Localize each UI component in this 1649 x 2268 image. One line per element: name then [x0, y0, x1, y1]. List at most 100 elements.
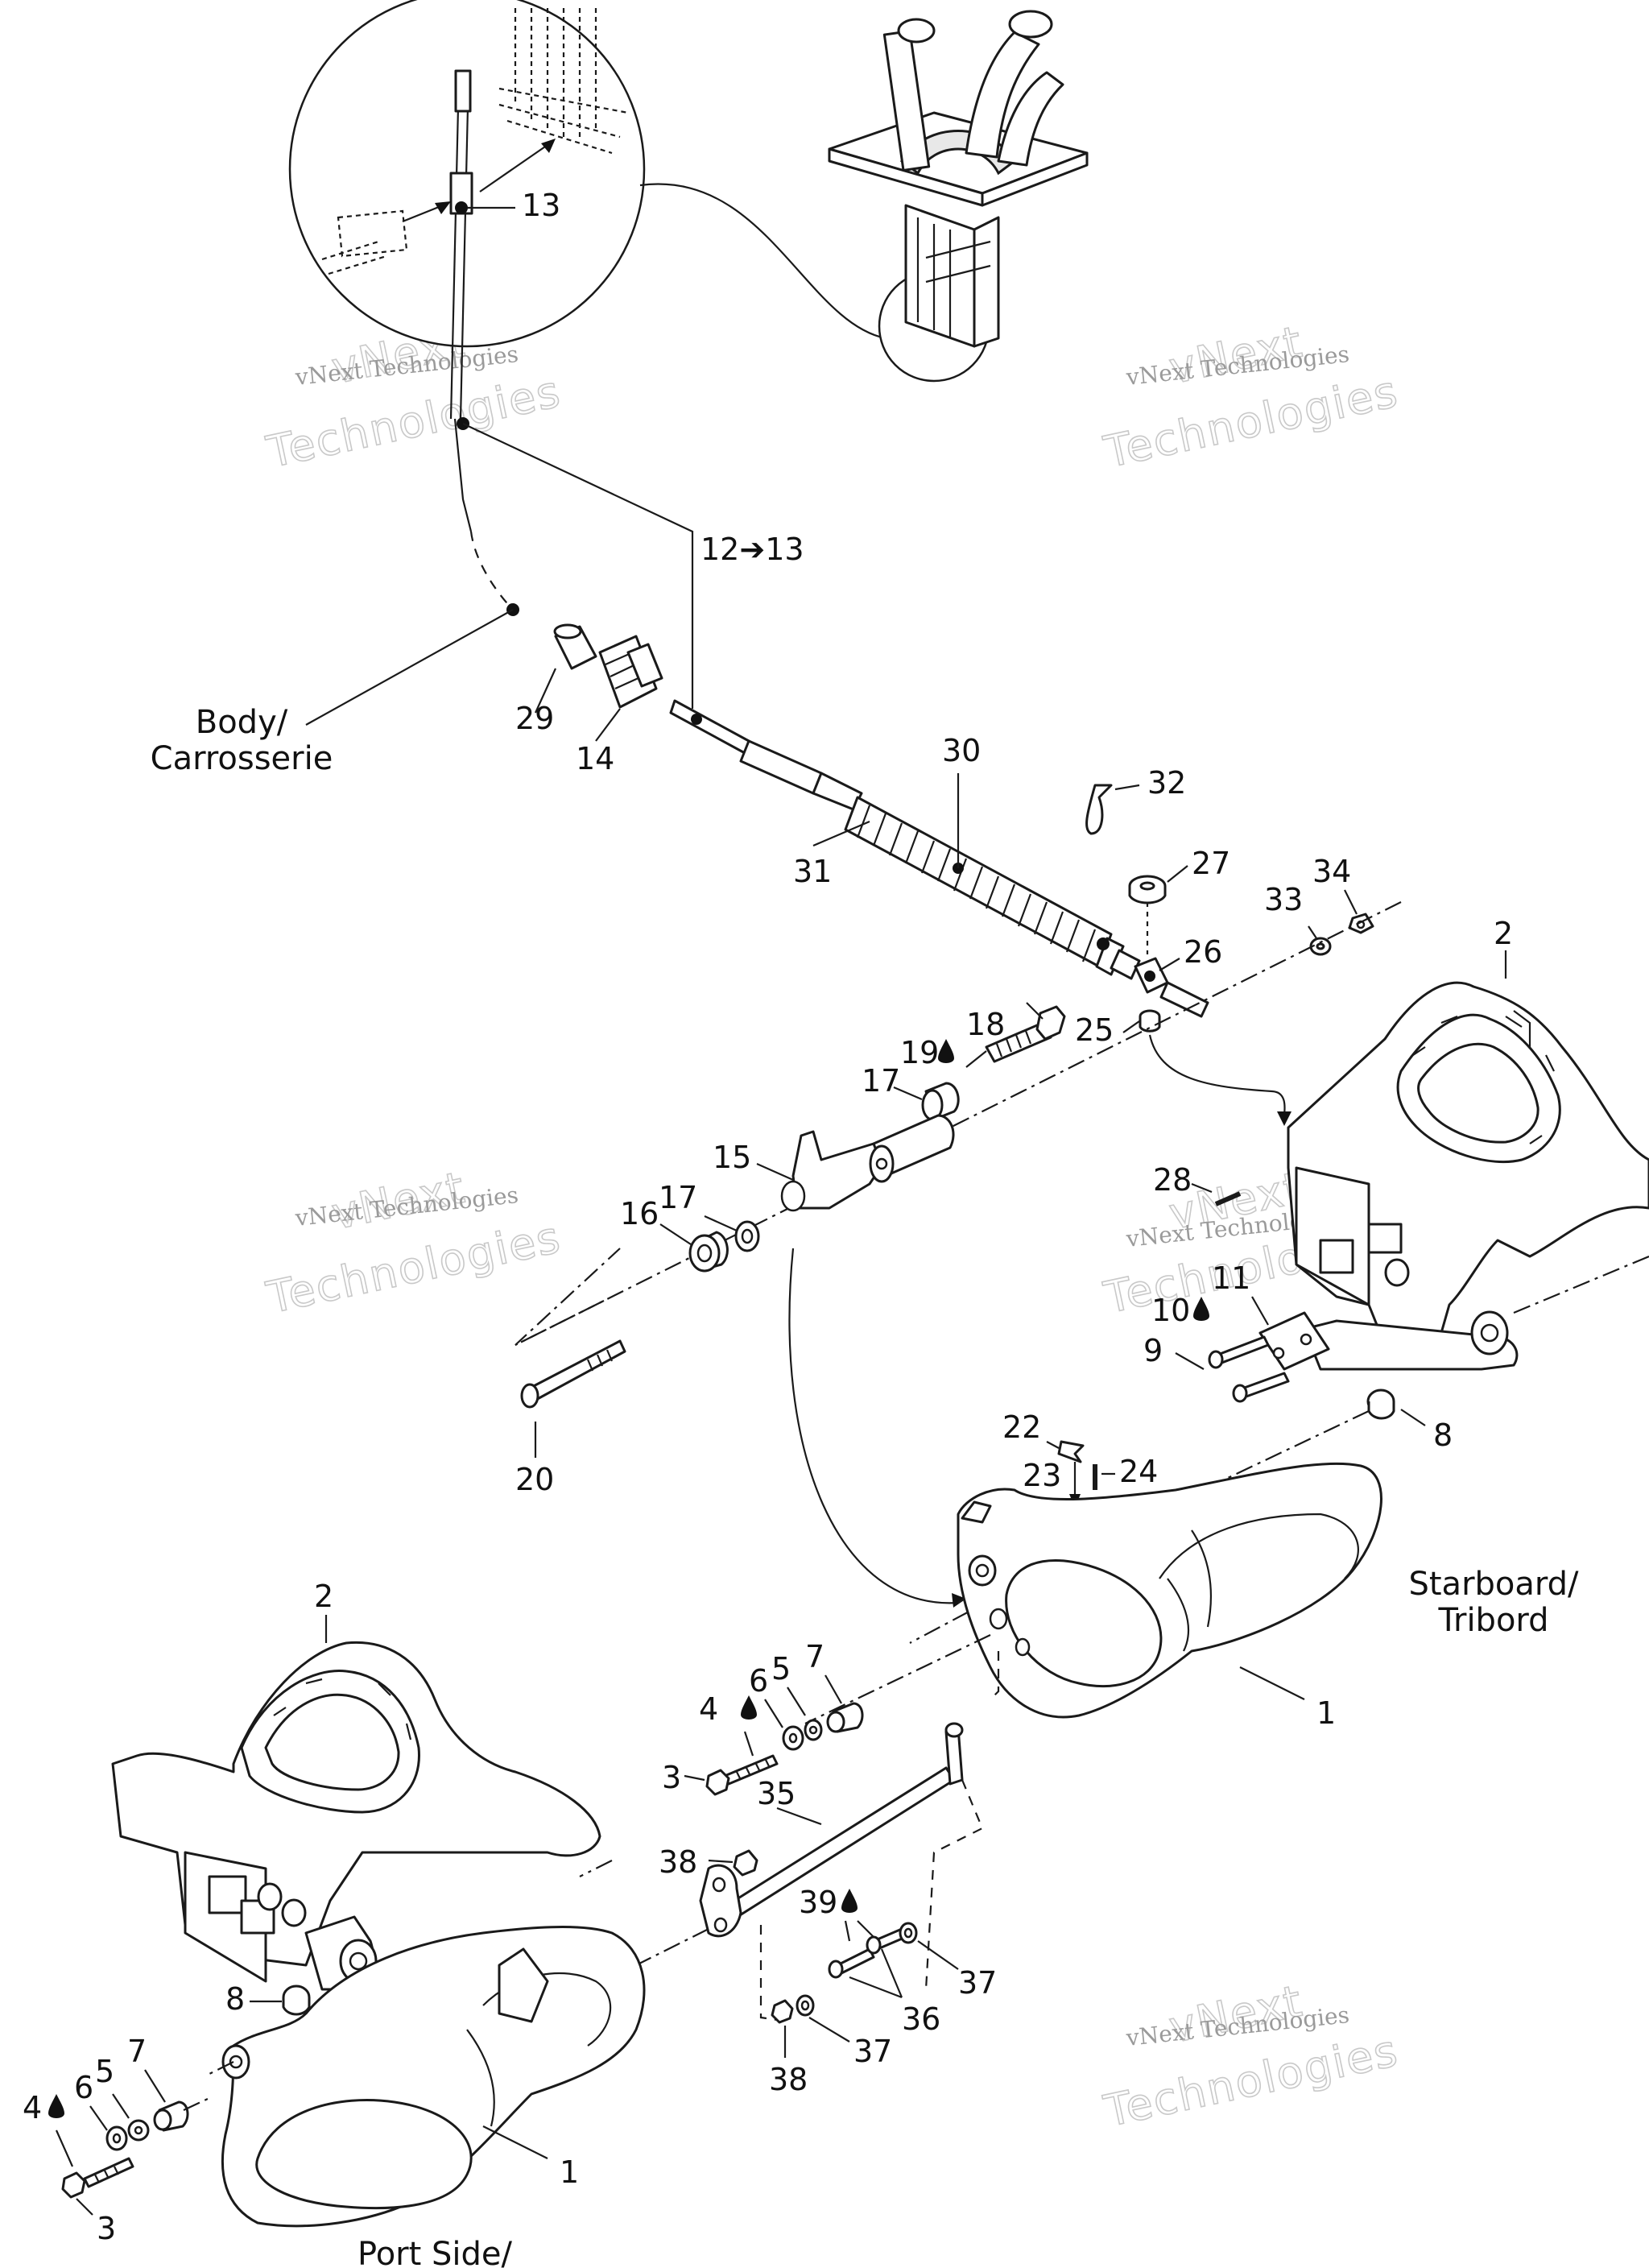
detail-magnifier: 13 [288, 0, 646, 420]
caption-starboard-line2: Tribord [1437, 1602, 1548, 1639]
callout-3-left: 3 [97, 2211, 116, 2246]
callout-30: 30 [942, 733, 981, 768]
mid-sleeve-7: 7 [805, 1639, 864, 1733]
leader-12-13 [462, 423, 694, 709]
callout-8-right: 8 [1433, 1418, 1453, 1453]
callout-2-right: 2 [1494, 916, 1513, 951]
starboard-bracket: 2 [1287, 916, 1649, 1371]
axis-line [515, 901, 1402, 1346]
callout-2-left: 2 [314, 1579, 333, 1614]
callout-9: 9 [1143, 1333, 1163, 1368]
callout-6-mid: 6 [749, 1663, 768, 1699]
detail-plate [337, 209, 408, 258]
part-37-right-washer: 37 [899, 1922, 997, 2001]
callout-35: 35 [757, 1776, 796, 1811]
callout-20: 20 [515, 1462, 554, 1497]
cable-upper [453, 418, 473, 532]
caption-port-line1: Port Side/ [357, 2236, 513, 2268]
part-38-bottom-nut: 38 [769, 1999, 808, 2097]
callout-39: 39 [799, 1885, 837, 1920]
lever-knob [1008, 10, 1053, 39]
callout-17-mid: 17 [659, 1180, 697, 1215]
shift-lever-assembly [828, 10, 1089, 348]
part-27-washer: 27 [1128, 846, 1230, 954]
part-16-bushing: 16 [620, 1196, 729, 1273]
part-19-label: 19 [900, 1035, 987, 1070]
callout-5-left: 5 [95, 2054, 114, 2089]
callout-11: 11 [1212, 1260, 1250, 1296]
drop-icon [938, 1039, 954, 1063]
part-8-right-bushing: 8 [1366, 1389, 1453, 1453]
axis-line-right [1513, 1255, 1649, 1314]
part-31-threaded-end: 31 [793, 820, 870, 889]
callout-7-left: 7 [127, 2034, 147, 2069]
callout-17-top: 17 [862, 1063, 900, 1099]
part-10-screw: 10 [1151, 1293, 1270, 1369]
callout-38-top: 38 [659, 1844, 697, 1880]
callout-18: 18 [966, 1007, 1005, 1042]
caption-starboard-line1: Starboard/ [1408, 1566, 1579, 1603]
part-28-pin: 28 [1153, 1162, 1242, 1206]
callout-37-right: 37 [958, 1965, 997, 2001]
part-22-clip: 22 [1002, 1409, 1085, 1508]
callout-4-left: 4 [23, 2090, 42, 2125]
cable-core [669, 699, 863, 811]
shift-cable: 12➔13 Body/ Carrosserie [151, 417, 804, 777]
left-washer-5: 5 [95, 2054, 150, 2142]
callout-27: 27 [1192, 846, 1230, 881]
cable-end-fitting [454, 69, 472, 113]
part-29-sleeve: 29 [515, 623, 597, 736]
part-36-label: 36 [849, 1948, 940, 2037]
callout-28: 28 [1153, 1162, 1192, 1198]
callout-31: 31 [793, 854, 832, 889]
part-24-pin: 24 [1093, 1454, 1158, 1490]
port-bracket: 2 [111, 1579, 601, 1991]
caption-body-line1: Body/ [196, 704, 288, 741]
part-17-mid-washer: 17 [659, 1180, 760, 1252]
detail-bracket [498, 8, 629, 155]
callout-6-left: 6 [74, 2070, 93, 2105]
callout-23: 23 [1023, 1458, 1061, 1493]
arrow-icon [1277, 1111, 1292, 1126]
callout-26: 26 [1184, 934, 1222, 970]
callout-3-mid: 3 [662, 1760, 681, 1795]
part-15-lever: 15 [713, 1114, 955, 1212]
callout-38-bottom: 38 [769, 2062, 808, 2097]
callout-34: 34 [1312, 854, 1351, 889]
callout-13: 13 [522, 188, 560, 223]
callout-12-13: 12➔13 [701, 532, 804, 567]
callout-8-left: 8 [225, 1981, 245, 2017]
part-11-plate: 11 [1212, 1260, 1330, 1371]
part-18-bolt: 18 [966, 1002, 1066, 1063]
drop-icon [741, 1695, 757, 1720]
leader-curve-15 [788, 1248, 959, 1604]
drop-icon [1193, 1297, 1209, 1321]
part-17-top-bushing: 17 [862, 1063, 960, 1121]
part-20-pin: 20 [515, 1339, 626, 1497]
detail-cable [449, 72, 461, 420]
arrow-icon [435, 201, 451, 214]
callout-4-mid: 4 [699, 1691, 718, 1727]
part-26-pivot: 26 [1134, 934, 1222, 1018]
callout-dot [455, 201, 468, 214]
detail-leader-curve [639, 183, 886, 340]
callout-29: 29 [515, 701, 554, 736]
callout-37-bottom: 37 [853, 2034, 892, 2069]
callout-10: 10 [1151, 1293, 1190, 1328]
callout-1-right: 1 [1316, 1695, 1336, 1731]
lever-knob [897, 18, 936, 43]
callout-22: 22 [1002, 1409, 1041, 1445]
caption-body-line2: Carrosserie [151, 740, 333, 777]
lever-handle-left [882, 30, 931, 172]
callout-19: 19 [900, 1035, 939, 1070]
mid-washer-6: 6 [749, 1663, 804, 1751]
callout-5-mid: 5 [771, 1651, 791, 1687]
drop-icon [841, 1889, 858, 1913]
port-handle: 1 Port Side/ [221, 1926, 646, 2268]
detail-bolt [321, 240, 387, 275]
part-25-bushing: 25 [1075, 1009, 1292, 1126]
part-33-washer: 33 [1264, 882, 1332, 956]
callout-15: 15 [713, 1140, 751, 1175]
callout-14: 14 [576, 741, 614, 776]
part-35-tube: 35 [619, 1722, 984, 2023]
